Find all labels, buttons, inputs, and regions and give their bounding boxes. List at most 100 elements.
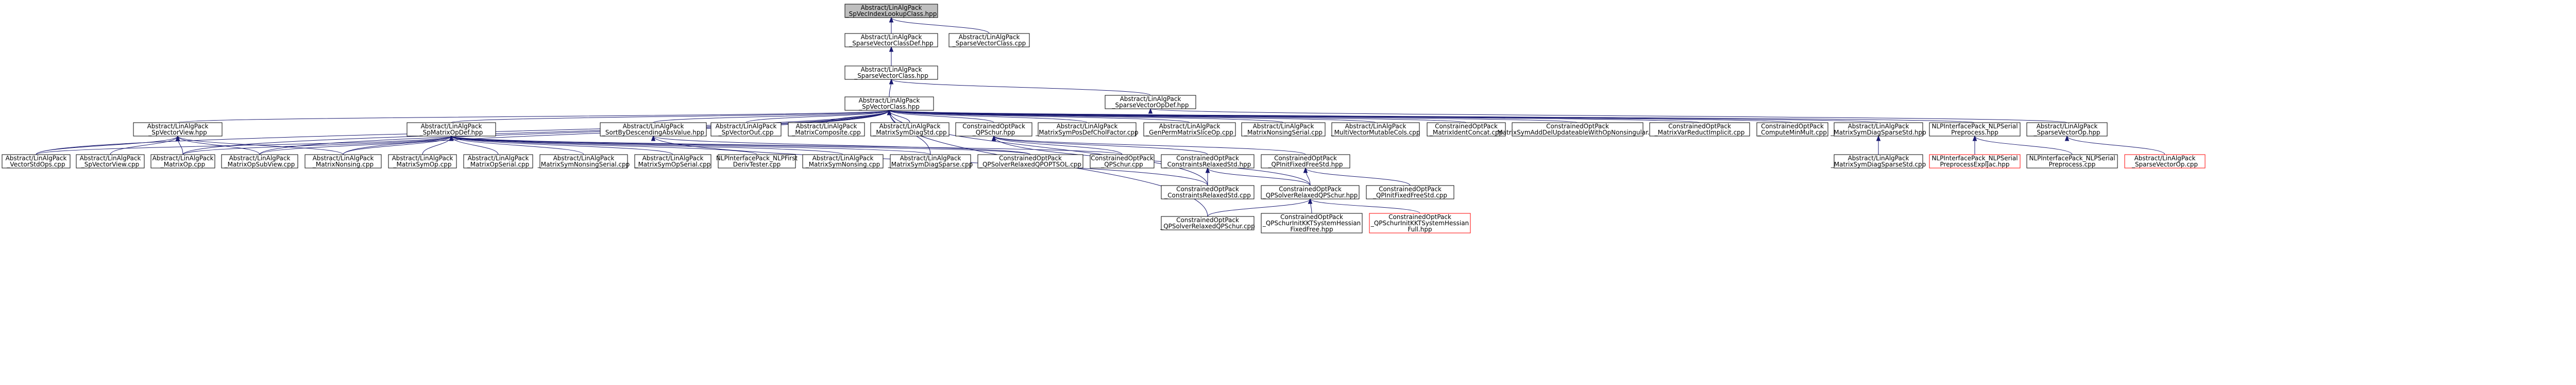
- node-label-line: ConstrainedOptPack: [1388, 213, 1451, 221]
- file-node-matop[interactable]: Abstract/LinAlgPack_MatrixOp.cpp: [150, 154, 215, 169]
- file-node-qpsolvrelaxedqpschur[interactable]: ConstrainedOptPack_QPSolverRelaxedQPSchu…: [1261, 185, 1360, 199]
- node-box: [2026, 122, 2108, 137]
- file-node-spvecophpp[interactable]: Abstract/LinAlgPack_SparseVectorOp.hpp: [2026, 122, 2108, 137]
- node-label-line: NLPInterfacePack_NLPSerial: [1931, 155, 2018, 162]
- edge-line: [259, 136, 452, 155]
- file-node-vecstdops[interactable]: Abstract/LinAlgPack_VectorStdOps.cpp: [2, 154, 71, 169]
- file-node-sortbyabs[interactable]: Abstract/LinAlgPack_SortByDescendingAbsV…: [600, 122, 707, 137]
- file-node-msymposvar[interactable]: Abstract/LinAlgPack_MatrixSymPosDefCholF…: [1035, 122, 1139, 137]
- node-label-line: Abstract/LinAlgPack: [859, 97, 920, 104]
- file-node-spvecviewcpp[interactable]: Abstract/LinAlgPack_SpVectorView.cpp: [76, 154, 145, 169]
- file-node-matopsub[interactable]: Abstract/LinAlgPack_MatrixOpSubView.cpp: [221, 154, 298, 169]
- file-node-spvecclass[interactable]: Abstract/LinAlgPack_SpVectorClass.hpp: [844, 96, 934, 111]
- node-label-line: ConstrainedOptPack: [1761, 123, 1824, 130]
- edge-line: [889, 110, 1190, 123]
- file-node-spvechpp[interactable]: Abstract/LinAlgPack_SparseVectorClass.hp…: [844, 65, 938, 80]
- edge-line: [177, 110, 890, 123]
- file-node-constrrel[interactable]: ConstrainedOptPack_ConstraintsRelaxedStd…: [1161, 154, 1255, 169]
- node-box: [1090, 154, 1155, 169]
- node-box: [600, 122, 707, 137]
- dependency-edge: [1972, 135, 2073, 155]
- file-node-qpschurinitkktfull[interactable]: ConstrainedOptPack_QPSchurInitKKTSystemH…: [1369, 213, 1471, 233]
- node-box: [1331, 122, 1420, 137]
- file-node-qpsolvrelaxed[interactable]: ConstrainedOptPack_QPSolverRelaxedQPOPTS…: [977, 154, 1083, 169]
- node-label-line: Abstract/LinAlgPack: [1159, 123, 1221, 130]
- node-box: [890, 154, 971, 169]
- edge-line: [826, 110, 890, 123]
- file-node-msymdiagsp[interactable]: Abstract/LinAlgPack_MatrixSymDiagSparseS…: [1830, 122, 1926, 137]
- edge-line: [182, 136, 452, 155]
- file-node-msymop[interactable]: Abstract/LinAlgPack_MatrixSymOp.cpp: [388, 154, 457, 169]
- dependency-edge: [449, 135, 1031, 155]
- file-node-mcomp[interactable]: Abstract/LinAlgPack_MatrixComposite.cpp: [788, 122, 865, 137]
- node-label-line: _MatrixSymOp.cpp: [393, 161, 452, 168]
- file-node-msymdiagsparse[interactable]: Abstract/LinAlgPack_MatrixSymDiagSparse.…: [888, 154, 973, 169]
- node-label-line: _SpVectorClass.hpp: [858, 103, 920, 110]
- node-label-line: _ComputeMinMult.cpp: [1757, 129, 1827, 136]
- file-node-mvarredimp[interactable]: ConstrainedOptPack_MatrixVarReductImplic…: [1649, 122, 1750, 137]
- edge-line: [889, 110, 1700, 123]
- node-box: [2, 154, 71, 169]
- file-node-qpinitfixedcpp[interactable]: ConstrainedOptPack_QPInitFixedFreeStd.cp…: [1366, 185, 1454, 199]
- node-label-line: _MatrixSymAddDelUpdateableWithOpNonsingu…: [1494, 129, 1660, 136]
- file-node-spvecout[interactable]: Abstract/LinAlgPack_SpVectorOut.cpp: [710, 122, 782, 137]
- node-label-line: _MatrixNonsing.cpp: [312, 161, 374, 168]
- edge-line: [451, 136, 499, 155]
- file-node-msymaddel[interactable]: ConstrainedOptPack_MatrixSymAddDelUpdate…: [1494, 122, 1661, 137]
- node-box: [2124, 154, 2206, 169]
- node-box: [870, 122, 950, 137]
- edge-line: [182, 110, 890, 155]
- file-node-matnonsing[interactable]: Abstract/LinAlgPack_MatrixNonsing.cpp: [304, 154, 382, 169]
- file-node-matopser[interactable]: Abstract/LinAlgPack_MatrixOpSerial.cpp: [463, 154, 533, 169]
- node-label-line: _QPSolverRelaxedQPOPTSOL.cpp: [979, 161, 1081, 168]
- file-node-computemult[interactable]: ConstrainedOptPack_ComputeMinMult.cpp: [1756, 122, 1828, 137]
- file-node-spmtx[interactable]: Abstract/LinAlgPack_SpMatrixOpDef.hpp: [406, 122, 496, 137]
- node-box: [1756, 122, 1828, 137]
- edge-line: [2066, 136, 2165, 155]
- file-node-mnonsing[interactable]: Abstract/LinAlgPack_MatrixNonsingSerial.…: [1241, 122, 1326, 137]
- file-node-msymdiag[interactable]: Abstract/LinAlgPack_MatrixSymDiagStd.cpp: [870, 122, 950, 137]
- node-label-line: Abstract/LinAlgPack: [623, 123, 684, 130]
- file-node-qpschur[interactable]: ConstrainedOptPack_QPSchur.hpp: [955, 122, 1032, 137]
- edge-line: [110, 136, 178, 155]
- file-node-spveccpp[interactable]: Abstract/LinAlgPack_SparseVectorClass.cp…: [948, 33, 1030, 47]
- dependency-edge: [449, 135, 1123, 155]
- node-box: [844, 65, 938, 80]
- dependency-edges: [36, 16, 2165, 217]
- edge-line: [1150, 108, 2067, 123]
- dependency-edge: [1308, 198, 1420, 214]
- file-node-spvecopcpp[interactable]: Abstract/LinAlgPack_SparseVectorOp.cpp: [2124, 154, 2206, 169]
- node-label-line: _QPInitFixedFreeStd.cpp: [1372, 192, 1447, 199]
- file-node-spvecop[interactable]: Abstract/LinAlgPack_SparseVectorOpDef.hp…: [1105, 95, 1196, 109]
- file-node-qpsolvrelaxedqpschurcpp[interactable]: ConstrainedOptPack_QPSolverRelaxedQPSchu…: [1160, 216, 1255, 230]
- file-node-msymnonsing[interactable]: Abstract/LinAlgPack_MatrixSymNonsing.cpp: [802, 154, 884, 169]
- file-node-msymdiagspcpp[interactable]: Abstract/LinAlgPack_MatrixSymDiagSparseS…: [1831, 154, 1926, 169]
- file-node-spvecdef[interactable]: Abstract/LinAlgPack_SparseVectorClassDef…: [844, 33, 938, 47]
- arrow-head-icon: [887, 109, 892, 115]
- file-node-qpschurinitkkt[interactable]: ConstrainedOptPack_QPSchurInitKKTSystemH…: [1261, 213, 1363, 233]
- dependency-edge: [887, 109, 1700, 123]
- dependency-edge: [175, 135, 344, 155]
- arrow-head-icon: [1303, 167, 1308, 173]
- file-node-nlpfirstexp[interactable]: NLPInterfacePack_NLPSerialPreprocessExpl…: [1929, 154, 2021, 169]
- file-node-constrrelcpp[interactable]: ConstrainedOptPack_ConstraintsRelaxedStd…: [1161, 185, 1255, 199]
- edge-line: [653, 136, 1031, 155]
- edge-line: [1207, 168, 1311, 186]
- edge-line: [889, 110, 1975, 123]
- file-node-qpinitfixed[interactable]: ConstrainedOptPack_QPInitFixedFreeStd.hp…: [1261, 154, 1350, 169]
- node-label-line: _SparseVectorOpDef.hpp: [1111, 102, 1189, 109]
- edge-line: [889, 110, 1088, 123]
- node-label-line: ConstrainedOptPack: [1668, 123, 1731, 130]
- file-node-gensteps[interactable]: Abstract/LinAlgPack_GenPermMatrixSliceOp…: [1143, 122, 1236, 137]
- file-node-msymnonser[interactable]: Abstract/LinAlgPack_MatrixSymNonsingSeri…: [537, 154, 630, 169]
- file-node-spvecview[interactable]: Abstract/LinAlgPack_SpVectorView.hpp: [133, 122, 223, 137]
- file-node-qpschurcpp[interactable]: ConstrainedOptPack_QPSchur.cpp: [1090, 154, 1155, 169]
- file-node-msymopser[interactable]: Abstract/LinAlgPack_MatrixSymOpSerial.cp…: [634, 154, 711, 169]
- file-node-mindep[interactable]: ConstrainedOptPack_MatrixIdentConcat.cpp: [1427, 122, 1506, 137]
- node-label-line: Preprocess.cpp: [2049, 161, 2096, 168]
- dependency-edge: [889, 46, 894, 66]
- file-node-mvarred[interactable]: Abstract/LinAlgPack_MultiVectorMutableCo…: [1331, 122, 1420, 137]
